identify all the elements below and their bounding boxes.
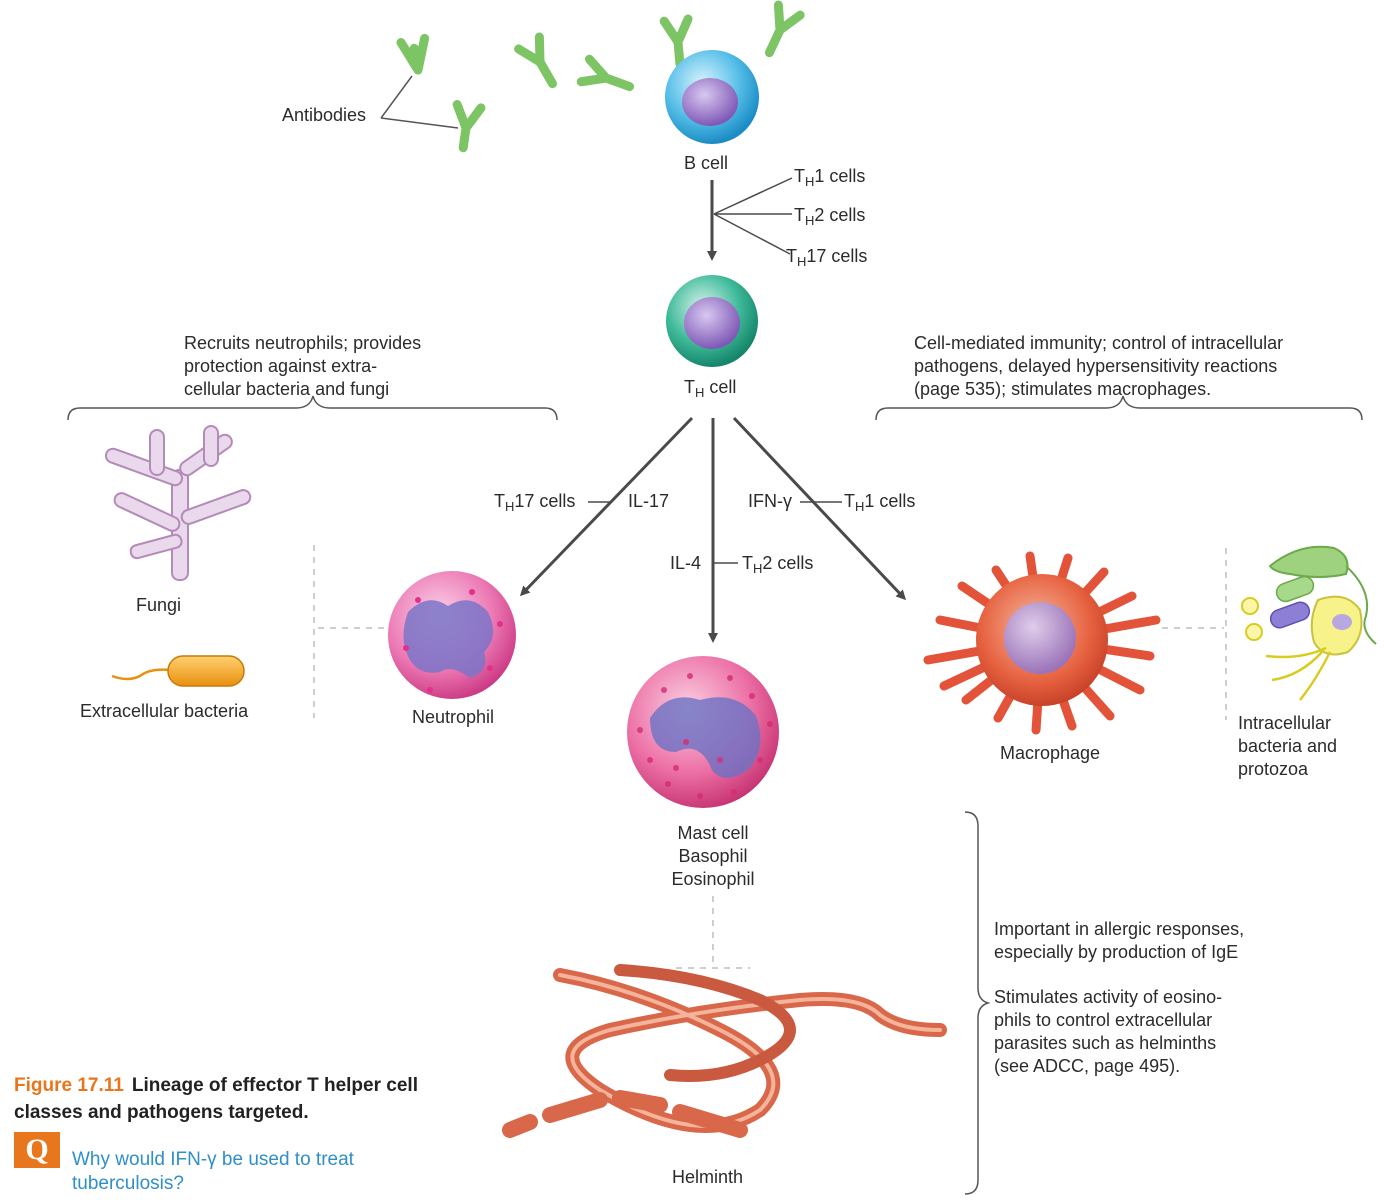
figure-title: Lineage of effector T helper cell classe… (14, 1075, 418, 1123)
th17-branch-label: TH17 cells (494, 491, 576, 514)
question-icon: Q (14, 1132, 60, 1168)
left-brace (67, 395, 558, 421)
dashed-connectors (313, 545, 1227, 969)
th2-branch-label: TH2 cells (742, 553, 814, 576)
extracellular-bacteria-graphic (111, 655, 245, 687)
fungi-graphic (104, 425, 252, 581)
th1-function-note: Cell-mediated immunity; control of intra… (914, 333, 1284, 399)
th2-cells-label: TH2 cells (794, 205, 866, 228)
il17-label: IL-17 (628, 491, 670, 511)
th2-function-note-eosinophils: Stimulates activity of eosino- phils to … (994, 987, 1223, 1076)
th-cell-graphic (666, 275, 758, 367)
mast-cell-basophil-eosinophil-label: Mast cell Basophil Eosinophil (671, 823, 755, 889)
il4-label: IL-4 (670, 553, 702, 573)
extracellular-bacteria-label: Extracellular bacteria (80, 701, 249, 721)
intracellular-pathogens-label: Intracellular bacteria and protozoa (1238, 713, 1338, 779)
helminth-label: Helminth (672, 1167, 744, 1187)
antibodies-label: Antibodies (282, 105, 367, 125)
arrow-to-neutrophil (519, 416, 694, 597)
fungi-label: Fungi (136, 595, 182, 615)
neutrophil-graphic (388, 571, 516, 699)
ifn-gamma-label: IFN-γ (748, 491, 792, 511)
right-brace (875, 395, 1363, 421)
th-cell-label: TH cell (684, 377, 737, 400)
th1-branch-label: TH1 cells (844, 491, 916, 514)
intracellular-pathogens-graphic (1241, 545, 1377, 701)
th2-brace (964, 811, 991, 1195)
b-cell-graphic (665, 50, 759, 144)
antibodies-graphic (396, 0, 805, 153)
th17-cells-label: TH17 cells (786, 246, 868, 269)
th1-cells-label: TH1 cells (794, 166, 866, 189)
macrophage-label: Macrophage (1000, 743, 1101, 763)
th2-function-note-allergy: Important in allergic responses, especia… (994, 919, 1245, 962)
neutrophil-label: Neutrophil (412, 707, 495, 727)
figure-number: Figure 17.11 (14, 1075, 124, 1096)
arrow-to-macrophage (732, 416, 907, 601)
b-cell-label: B cell (684, 153, 729, 173)
cytokine-ticks (588, 501, 842, 564)
macrophage-graphic (923, 551, 1161, 735)
question-text: Why would IFN-γ be used to treat tubercu… (72, 1149, 354, 1194)
mast-cell-graphic (627, 656, 779, 808)
antibodies-pointer (380, 75, 459, 129)
helminth-graphic (502, 964, 947, 1138)
th-subset-branches (713, 177, 793, 255)
th17-function-note: Recruits neutrophils; provides protectio… (184, 333, 422, 399)
